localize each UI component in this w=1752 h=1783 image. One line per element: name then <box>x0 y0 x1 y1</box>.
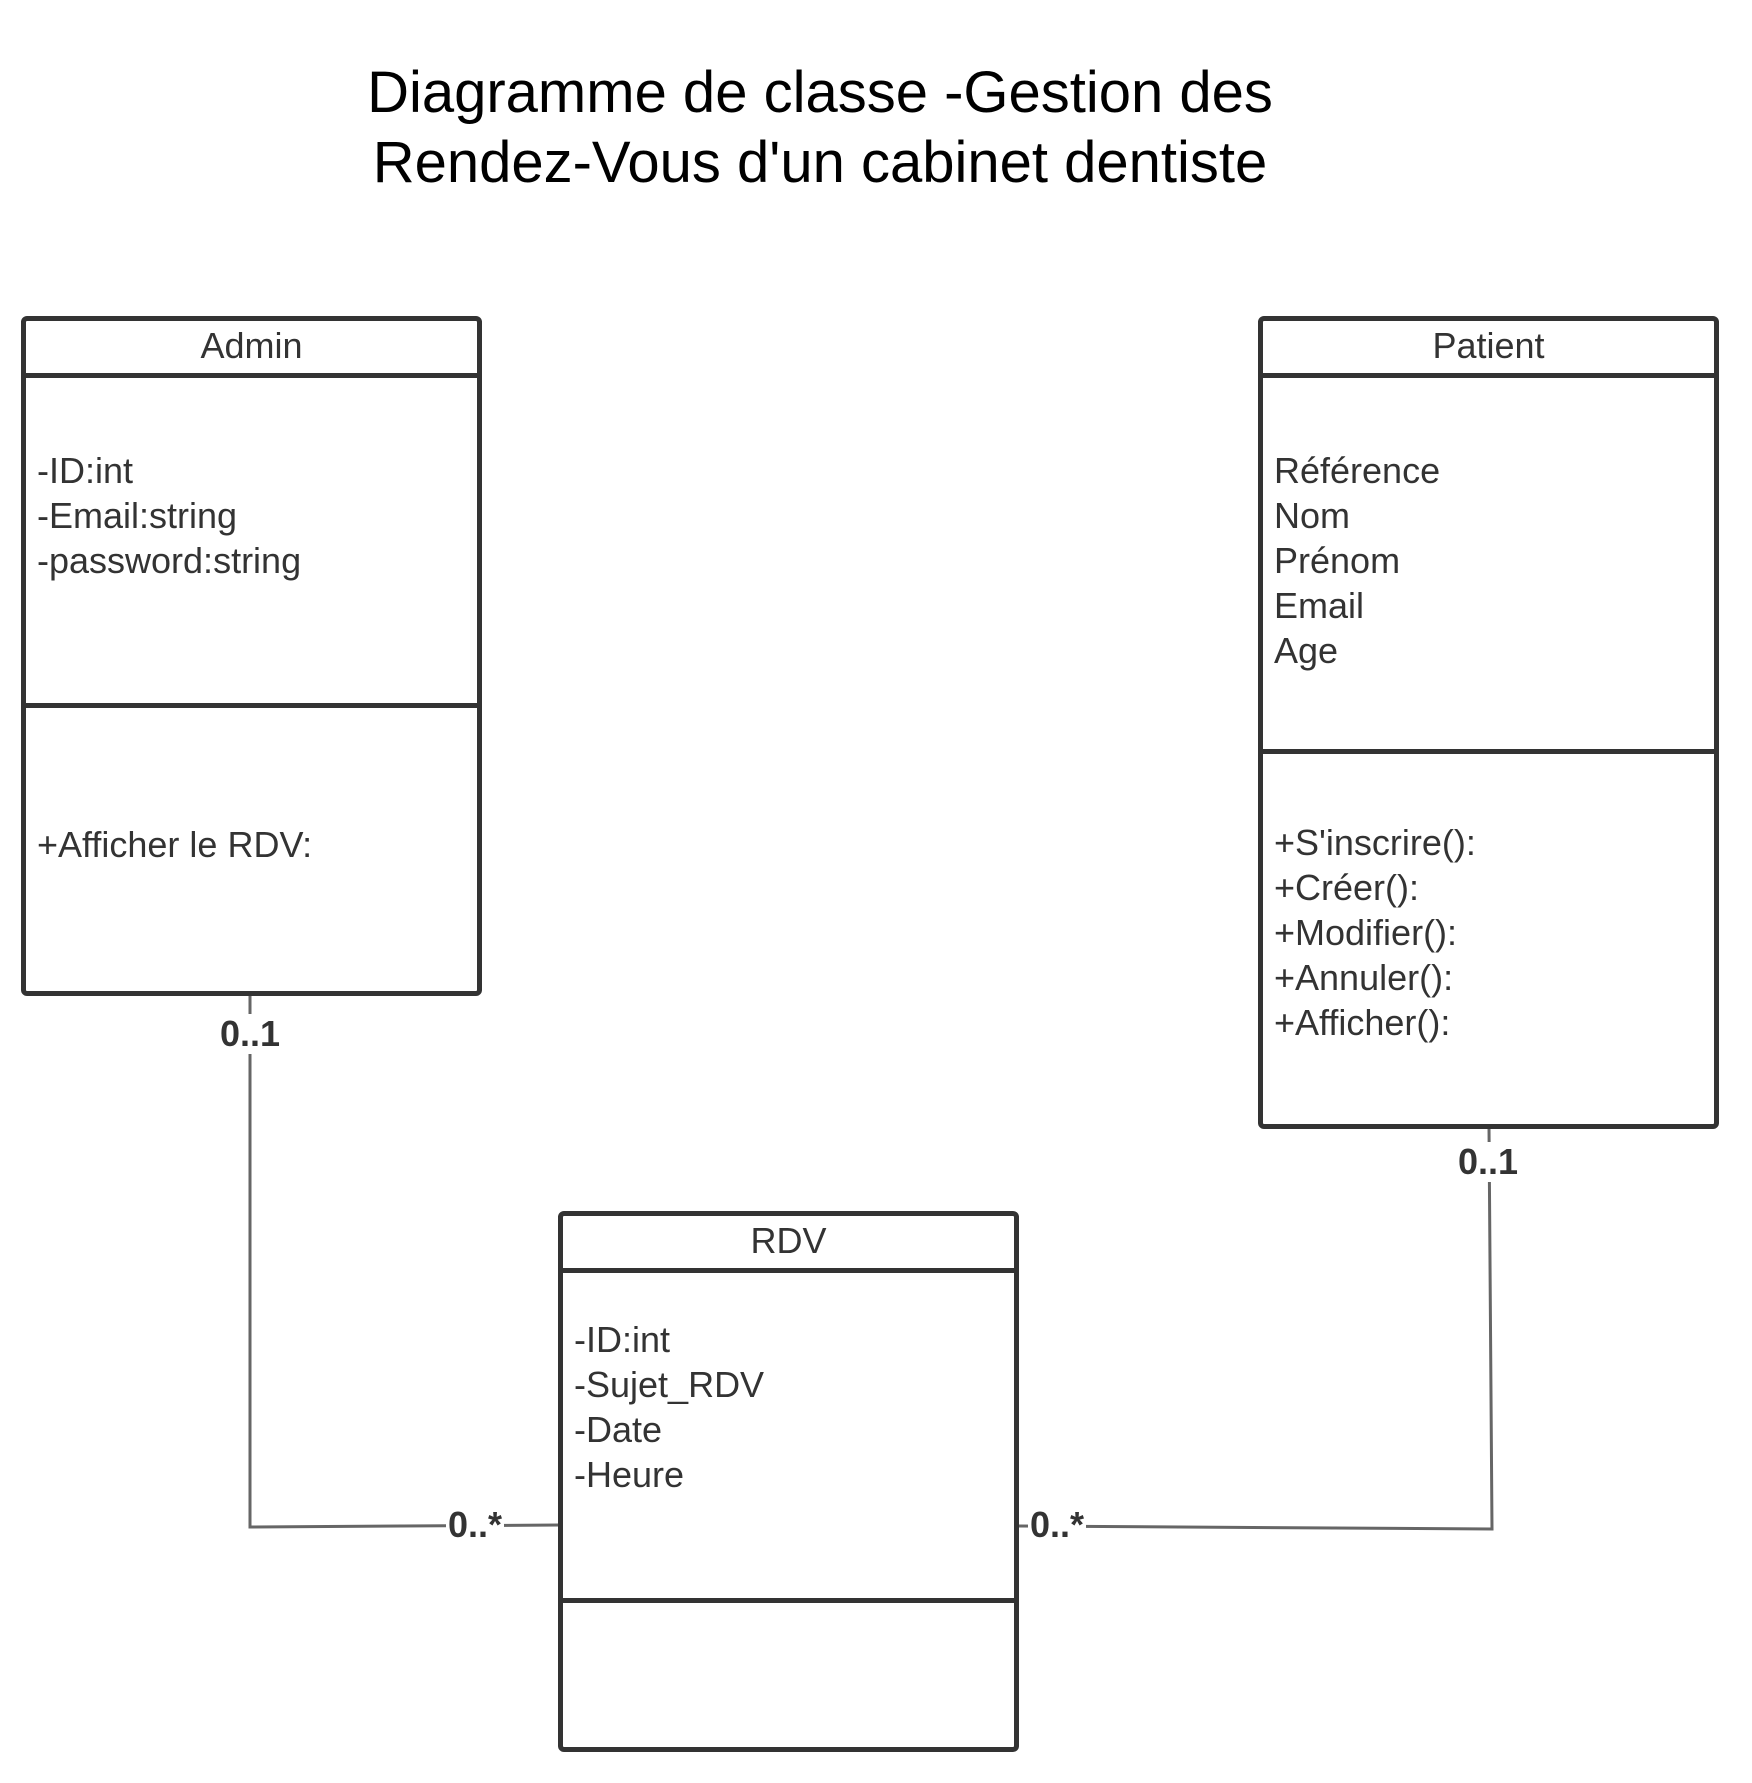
class-rdv-name: RDV <box>563 1216 1014 1273</box>
multiplicity-rdv-admin-end: 0..* <box>446 1504 505 1545</box>
attribute: Email <box>1274 585 1365 626</box>
attribute: Nom <box>1274 495 1351 536</box>
multiplicity-rdv-patient-end: 0..* <box>1028 1504 1087 1545</box>
method: +Créer(): <box>1274 867 1420 908</box>
class-patient-name: Patient <box>1263 321 1714 378</box>
attribute: Age <box>1274 630 1339 671</box>
method: +Afficher le RDV: <box>37 824 313 865</box>
class-admin[interactable]: Admin -ID:int -Email:string -password:st… <box>21 316 482 996</box>
class-patient-methods: +S'inscrire(): +Créer(): +Modifier(): +A… <box>1263 754 1714 1045</box>
method: +Afficher(): <box>1274 1002 1451 1043</box>
attribute: -ID:int <box>574 1319 671 1360</box>
multiplicity-admin-end: 0..1 <box>218 1013 283 1054</box>
attribute: -password:string <box>37 540 302 581</box>
class-rdv[interactable]: RDV -ID:int -Sujet_RDV -Date -Heure <box>558 1211 1019 1752</box>
attribute: -Sujet_RDV <box>574 1364 765 1405</box>
attribute: Prénom <box>1274 540 1401 581</box>
diagram-title-line-2: Rendez-Vous d'un cabinet dentiste <box>372 130 1268 195</box>
diagram-title: Diagramme de classe -Gestion des Rendez-… <box>280 58 1360 198</box>
method: +S'inscrire(): <box>1274 822 1476 863</box>
attribute: -Date <box>574 1409 663 1450</box>
class-admin-attributes: -ID:int -Email:string -password:string <box>26 378 477 708</box>
attribute: Référence <box>1274 450 1441 491</box>
attribute: -Email:string <box>37 495 238 536</box>
association-line-patient-rdv <box>1018 1126 1494 1531</box>
attribute: -ID:int <box>37 450 134 491</box>
method: +Annuler(): <box>1274 957 1454 998</box>
class-admin-methods: +Afficher le RDV: <box>26 708 477 867</box>
class-patient-attributes: Référence Nom Prénom Email Age <box>1263 378 1714 754</box>
class-rdv-attributes: -ID:int -Sujet_RDV -Date -Heure <box>563 1273 1014 1603</box>
attribute: -Heure <box>574 1454 685 1495</box>
diagram-title-line-1: Diagramme de classe -Gestion des <box>367 60 1273 125</box>
association-line-admin-rdv <box>248 995 561 1529</box>
method: +Modifier(): <box>1274 912 1458 953</box>
class-patient[interactable]: Patient Référence Nom Prénom Email Age +… <box>1258 316 1719 1129</box>
multiplicity-patient-end: 0..1 <box>1456 1141 1521 1182</box>
class-admin-name: Admin <box>26 321 477 378</box>
